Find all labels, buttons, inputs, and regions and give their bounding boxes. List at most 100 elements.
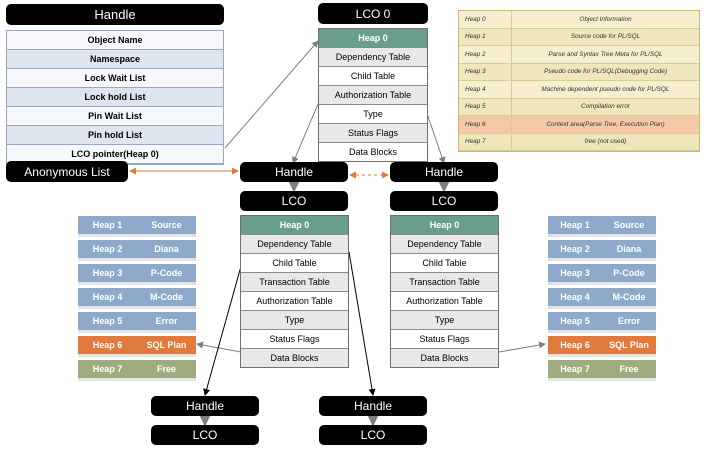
heapL-item-3: Heap 4 M-Code: [78, 288, 196, 309]
handle-bottom-right: Handle: [319, 396, 427, 416]
heapL-heap-5: Heap 6: [92, 340, 123, 350]
heapR-name-6: Free: [619, 364, 639, 374]
heapL-name-4: Error: [155, 316, 178, 326]
legend-key-6: Heap 6: [459, 116, 512, 133]
legend-key-2: Heap 2: [459, 46, 512, 63]
handle-field-1: Namespace: [7, 50, 223, 69]
legend-value-0: Object Information: [579, 15, 632, 23]
heapR-item-4: Heap 5 Error: [548, 312, 656, 333]
heapR-heap-1: Heap 2: [560, 244, 590, 254]
heapL-heap-1: Heap 2: [92, 244, 123, 254]
lcoL-row-1: Dependency Table: [241, 235, 348, 254]
lcoR-row-6: Status Flags: [391, 330, 498, 349]
lco0-row-5: Status Flags: [319, 124, 427, 143]
lcoL-row-2: Child Table: [241, 254, 348, 273]
heapR-heap-4: Heap 5: [560, 316, 590, 326]
heapL-name-0: Source: [151, 220, 182, 230]
heapL-heap-0: Heap 1: [92, 220, 123, 230]
lco0-row-0: Heap 0: [319, 29, 427, 48]
legend-row-5: Heap 5 Compilation error: [459, 98, 699, 116]
handle-title: Handle: [6, 4, 224, 25]
legend-row-7: Heap 7 free (not used): [459, 133, 699, 151]
handle-left: Handle: [240, 162, 348, 182]
heapR-heap-0: Heap 1: [560, 220, 590, 230]
heapL-heap-2: Heap 3: [92, 268, 123, 278]
heapR-item-5: Heap 6 SQL Plan: [548, 336, 656, 357]
heapL-name-6: Free: [156, 364, 176, 374]
heapL-heap-3: Heap 4: [92, 292, 123, 302]
heapL-item-2: Heap 3 P-Code: [78, 264, 196, 285]
lcoR-row-7: Data Blocks: [391, 349, 498, 367]
heapR-name-4: Error: [617, 316, 640, 326]
heapR-heap-5: Heap 6: [560, 340, 590, 350]
legend-value-1: Source code for PL/SQL: [570, 33, 641, 41]
heapR-item-0: Heap 1 Source: [548, 216, 656, 237]
lco0-row-1: Dependency Table: [319, 48, 427, 67]
handle-right: Handle: [390, 162, 498, 182]
lcoR-row-2: Child Table: [391, 254, 498, 273]
legend-value-6: Context area(Parse Tree, Execution Plan): [546, 120, 665, 128]
heapR-heap-6: Heap 7: [560, 364, 590, 374]
legend-value-2: Parse and Syntax Tree Meta for PL/SQL: [548, 50, 663, 58]
lco-bottom-left: LCO: [151, 425, 259, 445]
legend-row-2: Heap 2 Parse and Syntax Tree Meta for PL/…: [459, 46, 699, 64]
handle-field-5: Pin hold List: [7, 126, 223, 145]
lcoL-row-3: Transaction Table: [241, 273, 348, 292]
heapR-item-6: Heap 7 Free: [548, 360, 656, 381]
handle-field-0: Object Name: [7, 31, 223, 50]
legend-key-0: Heap 0: [459, 11, 512, 28]
lcoL-row-7: Data Blocks: [241, 349, 348, 367]
lcoR-row-1: Dependency Table: [391, 235, 498, 254]
lco-left-title: LCO: [240, 191, 348, 211]
legend-row-0: Heap 0 Object Information: [459, 11, 699, 29]
heapL-heap-6: Heap 7: [92, 364, 123, 374]
legend-value-5: Compilation error: [580, 103, 630, 111]
legend-key-5: Heap 5: [459, 98, 512, 115]
lcoL-row-5: Type: [241, 311, 348, 330]
lco0-row-6: Data Blocks: [348, 147, 398, 157]
lcoL-row-6: Status Flags: [241, 330, 348, 349]
legend-key-7: Heap 7: [459, 133, 512, 150]
lco-bottom-right: LCO: [319, 425, 427, 445]
legend-value-7: free (not used): [584, 138, 627, 146]
lcoR-row-4: Authorization Table: [391, 292, 498, 311]
heapL-item-5: Heap 6 SQL Plan: [78, 336, 196, 357]
legend-value-4: Machine dependent pseudo code for PL/SQL: [541, 85, 670, 93]
lco0-row-2: Child Table: [319, 67, 427, 86]
lcoL-row-0: Heap 0: [241, 216, 348, 235]
handle-bottom-left: Handle: [151, 396, 259, 416]
heapL-name-3: M-Code: [150, 292, 183, 302]
lcoR-row-5: Type: [391, 311, 498, 330]
lcoL-row-4: Authorization Table: [241, 292, 348, 311]
heapR-name-5: SQL Plan: [609, 340, 649, 350]
lco0-title: LCO 0: [318, 3, 428, 24]
legend-key-1: Heap 1: [459, 28, 512, 45]
heapL-name-2: P-Code: [150, 268, 183, 278]
lco-right-title: LCO: [390, 191, 498, 211]
heapL-item-0: Heap 1 Source: [78, 216, 196, 237]
anonymous-list-box: Anonymous List: [6, 161, 128, 182]
handle-field-3: Lock hold List: [7, 88, 223, 107]
lcoR-row-3: Transaction Table: [391, 273, 498, 292]
lco0-row-3: Authorization Table: [319, 86, 427, 105]
handle-field-4: Pin Wait List: [7, 107, 223, 126]
heapL-heap-4: Heap 5: [92, 316, 123, 326]
lco0-row-4: Type: [319, 105, 427, 124]
heapR-name-3: M-Code: [612, 292, 646, 302]
heapR-name-0: Source: [613, 220, 645, 230]
legend-value-3: Pseudo code for PL/SQL(Debugging Code): [544, 68, 667, 76]
heapL-item-6: Heap 7 Free: [78, 360, 196, 381]
heapR-name-2: P-Code: [613, 268, 645, 278]
heapR-heap-2: Heap 3: [560, 268, 590, 278]
handle-field-2: Lock Wait List: [7, 69, 223, 88]
heapL-name-5: SQL Plan: [146, 340, 187, 350]
